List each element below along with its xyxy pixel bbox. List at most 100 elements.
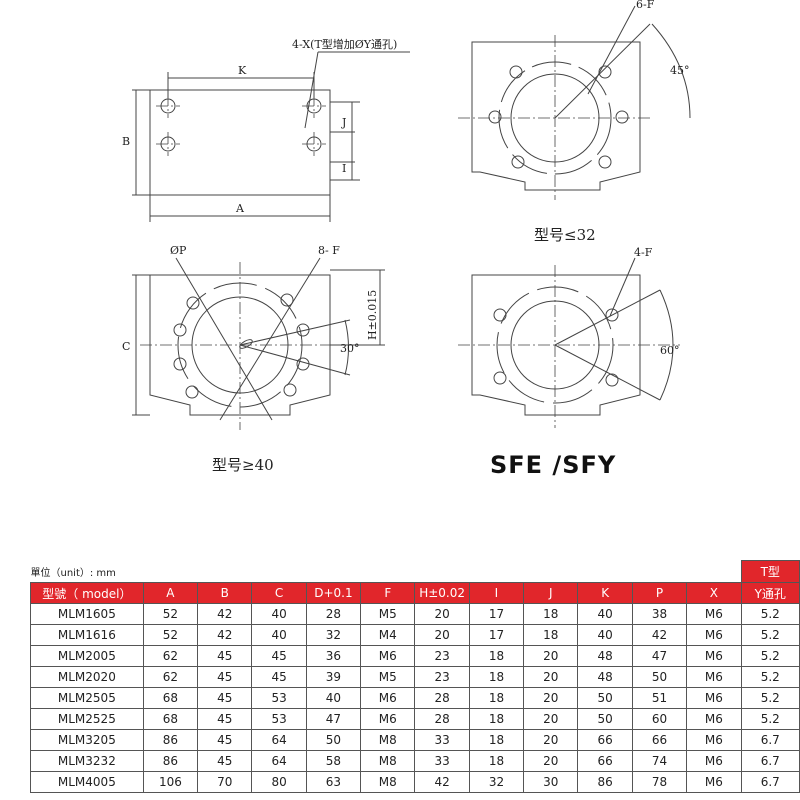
table-cell: M6	[686, 624, 742, 646]
hole-callout: 4-X(T型增加ØY通孔)	[292, 37, 397, 51]
dim-K-label: K	[238, 64, 247, 77]
table-cell: 36	[305, 645, 362, 667]
table-cell: 40	[251, 603, 307, 625]
table-cell: 45	[251, 666, 307, 688]
mount-holes	[156, 94, 326, 156]
table-cell: 42	[197, 624, 253, 646]
column-header: Y通孔	[740, 582, 800, 604]
table-cell: 18	[523, 603, 579, 625]
table-cell: 23	[414, 666, 470, 688]
table-cell: 52	[142, 603, 199, 625]
table-cell: 23	[414, 645, 470, 667]
table-cell: 20	[523, 666, 579, 688]
table-cell: M8	[360, 771, 416, 793]
table-cell: 50	[577, 687, 633, 709]
table-cell: 28	[414, 687, 470, 709]
table-cell: M6	[686, 771, 742, 793]
table-cell: 50	[577, 708, 633, 730]
table-cell: 64	[251, 750, 307, 772]
table-cell: 53	[251, 708, 307, 730]
table-cell: MLM2525	[30, 708, 144, 730]
angle-45: 45°	[670, 64, 690, 77]
bolt-holes	[488, 65, 629, 169]
table-cell: 33	[414, 750, 470, 772]
callout-6F: 6-F	[636, 0, 655, 11]
table-cell: M8	[360, 750, 416, 772]
table-cell: 58	[305, 750, 362, 772]
table-cell: 20	[523, 708, 579, 730]
column-header: H±0.02	[414, 582, 470, 604]
bolt-holes	[173, 293, 310, 399]
table-cell: 32	[305, 624, 362, 646]
table-cell: 80	[251, 771, 307, 793]
column-header: C	[251, 582, 307, 604]
table-cell: 78	[631, 771, 688, 793]
column-header: K	[577, 582, 633, 604]
table-cell: 52	[142, 624, 199, 646]
callout-4F: 4-F	[634, 246, 653, 259]
table-cell: 20	[523, 645, 579, 667]
unit-label: 單位（unit）: mm	[30, 567, 116, 579]
table-cell: M6	[686, 687, 742, 709]
table-cell: 53	[251, 687, 307, 709]
table-cell: M6	[686, 645, 742, 667]
column-header: I	[468, 582, 525, 604]
table-cell: 20	[414, 624, 470, 646]
table-cell: 33	[414, 729, 470, 751]
table-cell: 17	[468, 624, 525, 646]
table-cell: M6	[360, 687, 416, 709]
view-bottom-right: 4-F 60°	[458, 246, 680, 428]
technical-drawing: K B A J I 4-X(T型增加ØY通孔)	[122, 0, 691, 479]
table-cell: 5.2	[740, 666, 800, 688]
table-cell: MLM1616	[30, 624, 144, 646]
table-cell: 18	[468, 666, 525, 688]
table-cell: 68	[142, 708, 199, 730]
table-cell: 39	[305, 666, 362, 688]
table-cell: 63	[305, 771, 362, 793]
table-cell: 18	[468, 708, 525, 730]
table-cell: M5	[360, 603, 416, 625]
table-cell: 5.2	[740, 645, 800, 667]
table-cell: 45	[251, 645, 307, 667]
column-header: B	[197, 582, 253, 604]
t-type-label: T型	[740, 560, 800, 583]
table-cell: 18	[468, 645, 525, 667]
table-cell: M6	[360, 645, 416, 667]
table-top-row: 單位（unit）: mm T型	[30, 560, 800, 583]
table-cell: 17	[468, 603, 525, 625]
table-cell: 48	[577, 666, 633, 688]
dim-C-label: C	[122, 340, 130, 353]
callout-8F: 8- F	[318, 244, 340, 257]
table-cell: 62	[142, 666, 199, 688]
table-cell: MLM2020	[30, 666, 144, 688]
table-cell: 5.2	[740, 708, 800, 730]
table-cell: 66	[631, 729, 688, 751]
table-cell: 30	[523, 771, 579, 793]
table-cell: 60	[631, 708, 688, 730]
model-series-title: SFE /SFY	[490, 451, 616, 479]
table-cell: 5.2	[740, 624, 800, 646]
table-cell: 48	[577, 645, 633, 667]
table-cell: 62	[142, 645, 199, 667]
table-cell: MLM4005	[30, 771, 144, 793]
view-top-left: K B A J I 4-X(T型增加ØY通孔)	[122, 37, 410, 222]
column-header: D+0.1	[305, 582, 362, 604]
table-cell: M6	[686, 750, 742, 772]
table-cell: M6	[686, 666, 742, 688]
dim-B-label: B	[122, 135, 130, 148]
table-cell: 18	[468, 687, 525, 709]
table-cell: 68	[142, 687, 199, 709]
table-cell: M6	[686, 729, 742, 751]
column-header: F	[360, 582, 416, 604]
callout-P: ØP	[170, 244, 187, 257]
